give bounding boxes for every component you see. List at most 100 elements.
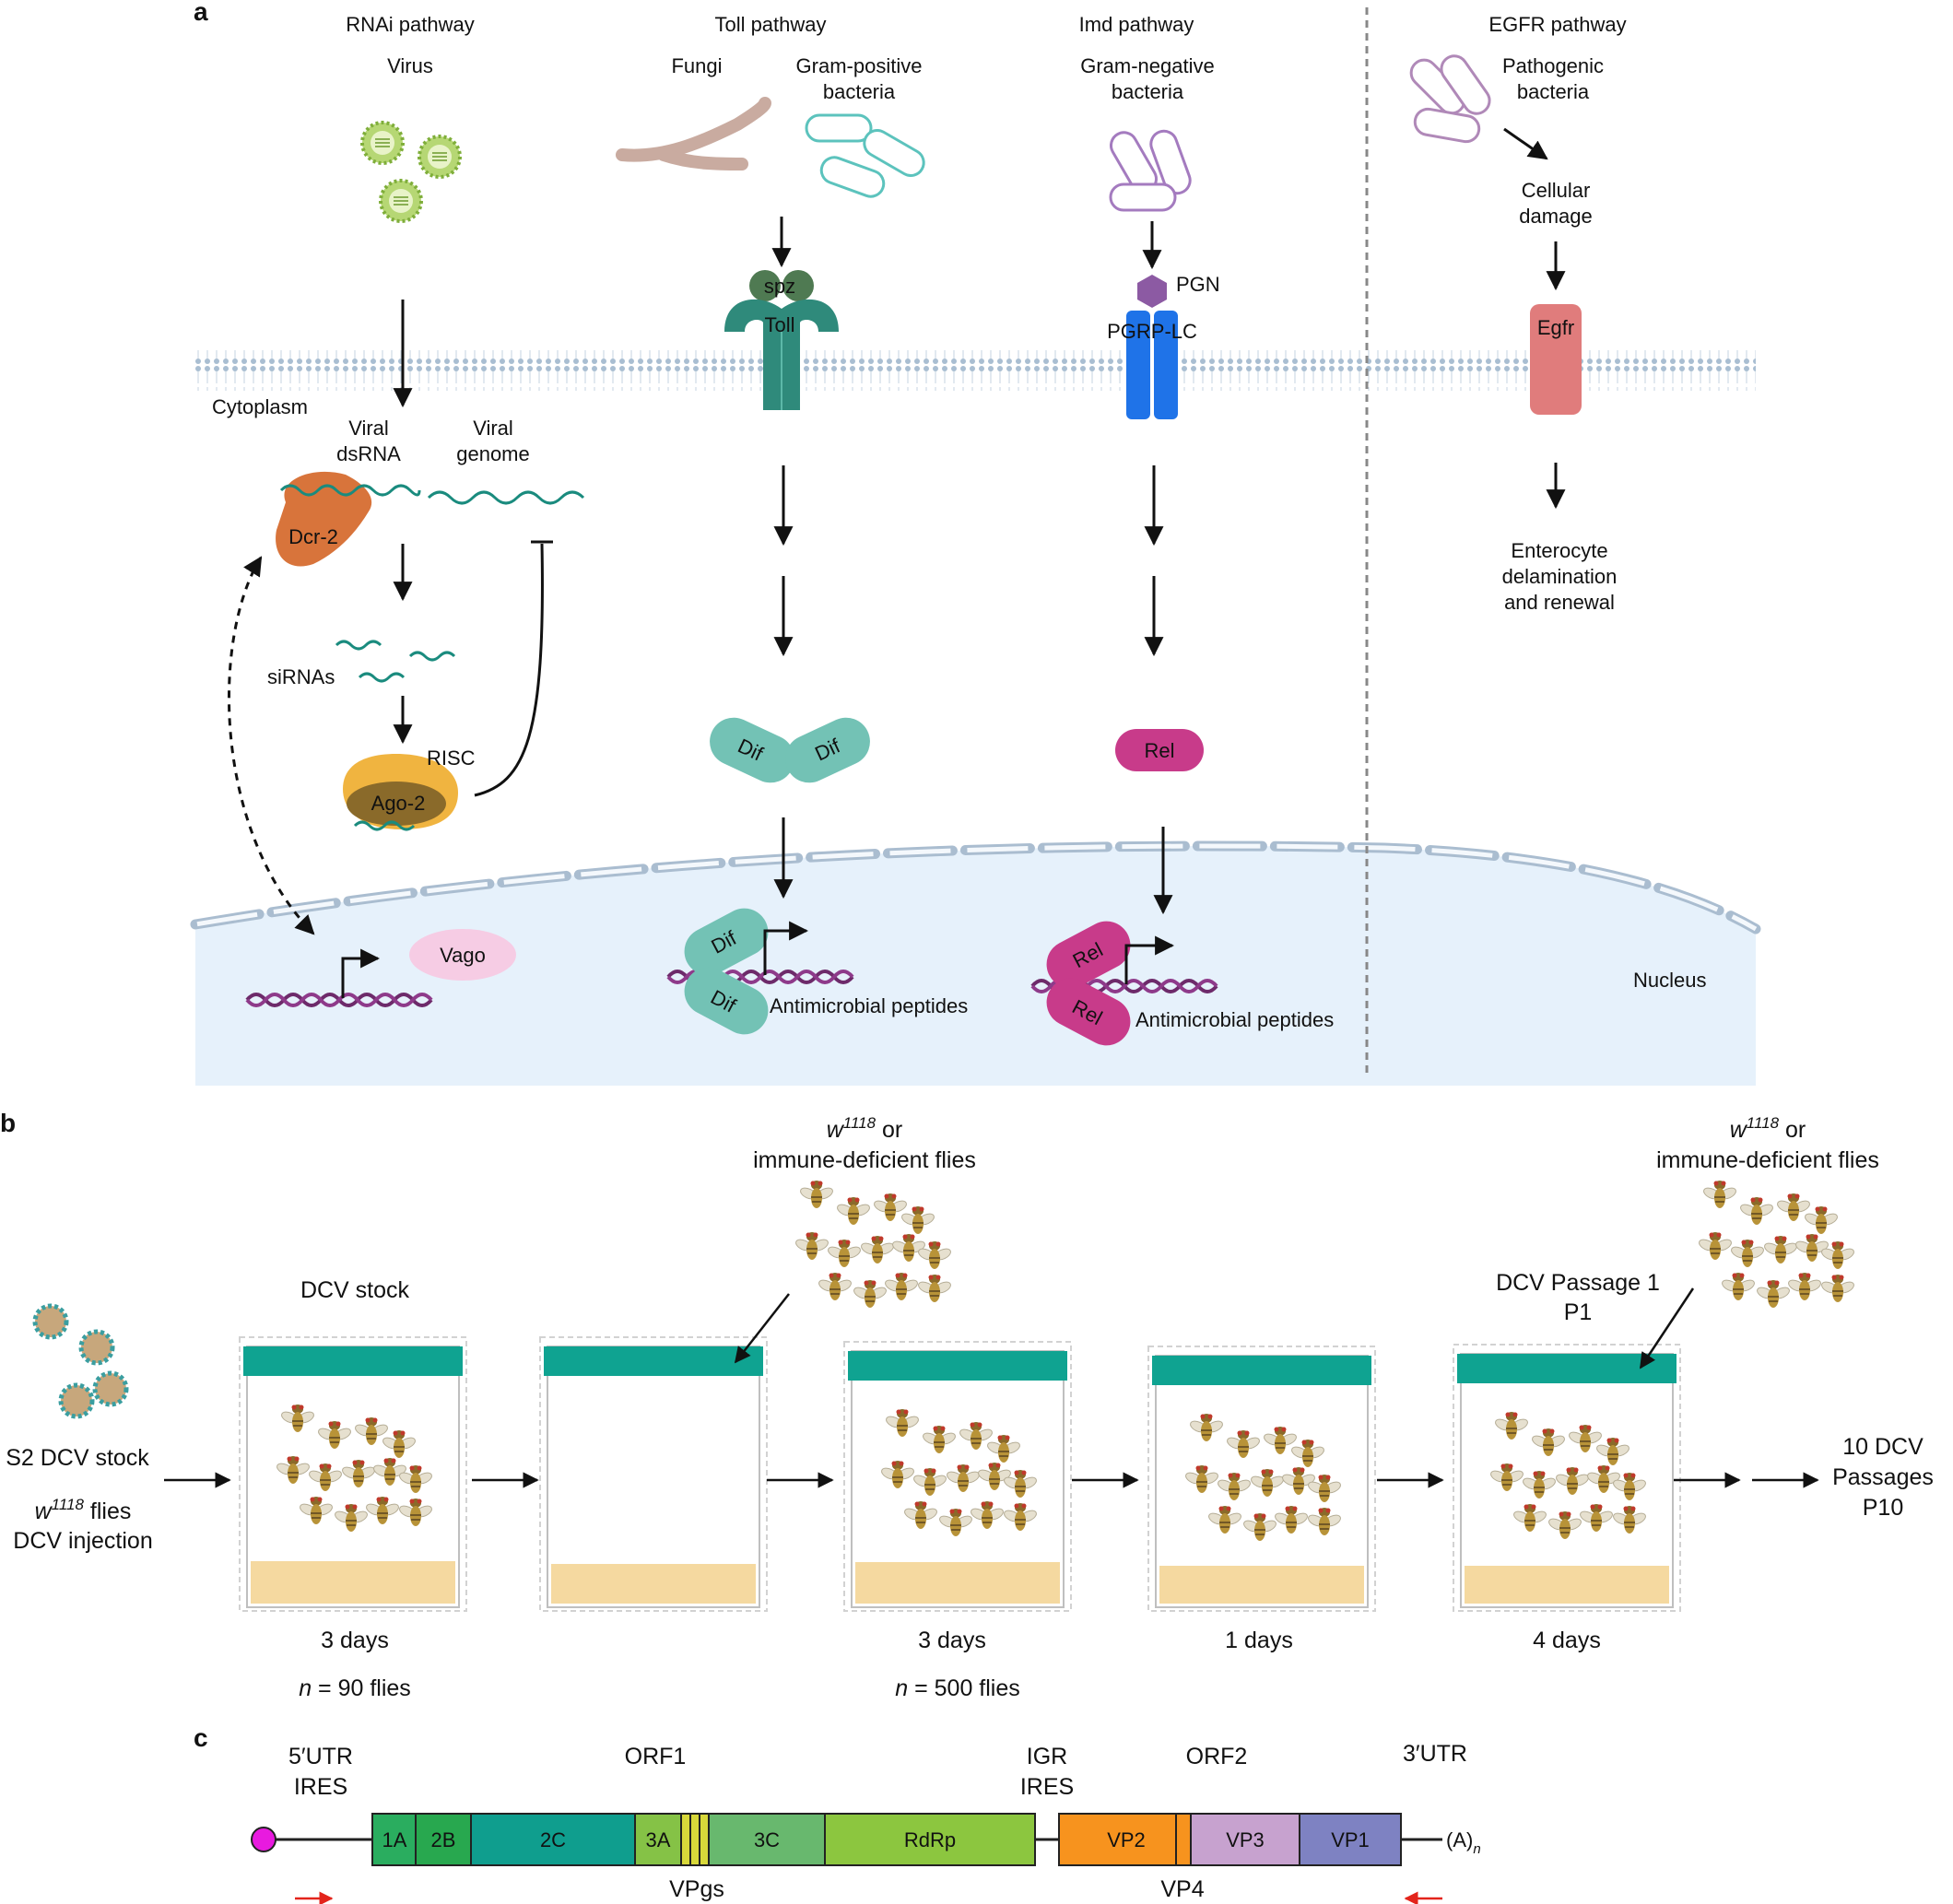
fly-icon (858, 1235, 897, 1264)
dsrna-strand (279, 484, 421, 497)
risc-label: RISC (427, 746, 476, 770)
viral-genome-strand (427, 490, 585, 505)
fly-count-label-1: n = 90 flies (299, 1675, 411, 1701)
fly-icon (834, 1196, 873, 1226)
orf1-box (371, 1813, 1036, 1866)
fly-icon (816, 1272, 854, 1301)
fly-icon (793, 1231, 831, 1261)
panel-c-letter: c (194, 1723, 208, 1752)
vial-outline-lid (239, 1336, 467, 1612)
w1118-or-label-1: w1118 or (827, 1114, 903, 1143)
segment-label-vp3: VP3 (1226, 1828, 1265, 1851)
ago2-label: Ago-2 (371, 792, 426, 815)
s2-dcv-stock-label: S2 DCV stock (6, 1445, 149, 1471)
amp-label-imd: Antimicrobial peptides (1135, 1008, 1334, 1031)
segment-label-rdrp: RdRp (904, 1828, 956, 1851)
sirnas-label: siRNAs (267, 665, 335, 688)
rel-label: Rel (1144, 739, 1174, 762)
cellular-damage-label-2: damage (1519, 205, 1593, 228)
gram-negative-bacterium-icon (1149, 129, 1192, 195)
vial-outline-lid (843, 1341, 1072, 1612)
dif-dimer-bound (684, 908, 769, 976)
enterocyte-label-3: and renewal (1504, 591, 1615, 614)
guide-strand (353, 820, 416, 831)
egfr-pathway-title: EGFR pathway (1488, 13, 1626, 36)
pgrp-lc-receptor (1154, 311, 1178, 419)
segment-vp1 (1299, 1813, 1402, 1866)
vial-food (855, 1562, 1060, 1604)
vial-food (1465, 1566, 1669, 1604)
egfr-receptor (1530, 304, 1582, 415)
gram-negative-label-1: Gram-negative (1080, 54, 1215, 77)
spz-ligand (749, 270, 781, 301)
segment-label-1a: 1A (382, 1828, 407, 1851)
gram-positive-bacterium-icon (819, 156, 886, 198)
inhibition-line (474, 543, 544, 797)
enterocyte-label-1: Enterocyte (1511, 539, 1607, 562)
gram-negative-bacterium-icon (1109, 182, 1177, 212)
gram-positive-label-2: bacteria (823, 80, 896, 103)
cytoplasm-label: Cytoplasm (212, 395, 308, 418)
fungal-hypha-icon (616, 97, 771, 162)
gram-positive-bacterium-icon (863, 129, 925, 177)
dcv-particle-icon (35, 1306, 66, 1337)
fly-icon (1754, 1279, 1793, 1309)
nuclear-envelope-inner (194, 843, 1758, 932)
fly-icon (1696, 1231, 1735, 1261)
pathogenic-bacterium-icon (1440, 54, 1491, 115)
panel-c: c 5′UTR IRES ORF1 IGR IRES ORF2 3′UTR (194, 1723, 1481, 1904)
vial-plug (544, 1346, 763, 1376)
final-label-1: 10 DCV (1842, 1434, 1924, 1460)
viral-dsrna-label-2: dsRNA (336, 442, 401, 465)
dif-protein (710, 717, 794, 783)
immune-deficient-label-2: immune-deficient flies (1656, 1147, 1879, 1173)
vial-food (251, 1561, 455, 1604)
fly-icon (1719, 1272, 1758, 1301)
viral-genome-label-1: Viral (473, 417, 513, 440)
fly-icon (1793, 1233, 1831, 1263)
fly-icon (1700, 1180, 1739, 1209)
fly-icon (889, 1233, 928, 1263)
dashed-double-arrow (227, 556, 315, 935)
w1118-flies-label: w1118 flies (35, 1496, 132, 1524)
toll-pathway-title: Toll pathway (714, 13, 826, 36)
vago-label: Vago (440, 944, 486, 967)
pgrp-lc-receptor (1126, 311, 1150, 419)
dcv-injection-label: DCV injection (13, 1528, 152, 1554)
arrow-flies-to-vial-2 (1639, 1287, 1695, 1369)
passage1-label-1: DCV Passage 1 (1496, 1270, 1660, 1296)
utr3-label: 3′UTR (1403, 1741, 1467, 1767)
pathogenic-label-1: Pathogenic (1502, 54, 1604, 77)
viral-dsrna-label-1: Viral (348, 417, 389, 440)
virus-particle-icon (418, 135, 462, 179)
segment-label-vp1: VP1 (1331, 1828, 1370, 1851)
fly-icon (1785, 1272, 1824, 1301)
dcr2-label: Dcr-2 (288, 525, 338, 548)
arrow-pathogen-damage (1503, 127, 1548, 160)
fly-icon (1737, 1196, 1776, 1226)
utr5-label-1: 5′UTR (288, 1744, 353, 1769)
final-label-2: Passages (1832, 1464, 1934, 1490)
panel-a: a RNAi pathway Toll pathway Imd pathway … (190, 0, 1761, 1086)
fly-icon (825, 1239, 864, 1268)
virus-particle-icon (379, 179, 423, 223)
vial-plug (848, 1351, 1067, 1381)
segment-vp4 (1175, 1813, 1192, 1866)
fly-icon (1761, 1235, 1800, 1264)
polya-tail-label: (A)n (1446, 1828, 1481, 1857)
dcv-particle-icon (95, 1373, 126, 1404)
immune-deficient-label-1: immune-deficient flies (753, 1147, 976, 1173)
vial-outline-lid (539, 1336, 768, 1612)
fly-icon (882, 1272, 921, 1301)
sirna-strand (408, 651, 456, 662)
fungi-label: Fungi (671, 54, 722, 77)
orf1-label: ORF1 (625, 1744, 687, 1769)
segment-3a (634, 1813, 682, 1866)
segment-label-3a: 3A (646, 1828, 671, 1851)
dcv-particle-icon (61, 1385, 92, 1416)
nucleus-label: Nucleus (1633, 969, 1706, 992)
rel-dimer-bound (1046, 921, 1131, 989)
viral-genome-label-2: genome (456, 442, 530, 465)
vial-food (551, 1564, 756, 1604)
vial-plug (1457, 1354, 1677, 1383)
